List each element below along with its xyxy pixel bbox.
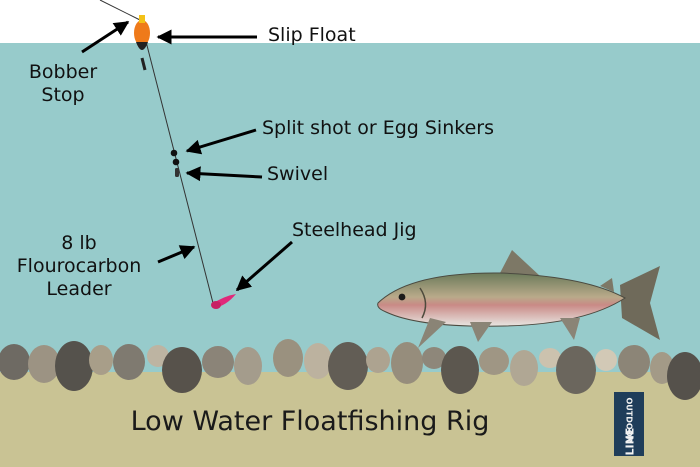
steelhead-jig-label: Steelhead Jig	[292, 219, 417, 241]
riverbed-rocks	[0, 339, 700, 400]
bobber-stop-arrow	[81, 20, 130, 54]
leader-label-line1: 8 lb	[61, 232, 97, 254]
fishing-line-above-water	[99, 0, 141, 21]
bobber-stop-label-line1: Bobber	[28, 61, 98, 83]
split-shot-arrow	[185, 128, 257, 155]
leader-label: 8 lb Flourocarbon Leader	[4, 232, 154, 301]
steelhead-fish	[377, 250, 660, 348]
bobber-stop-label: Bobber Stop	[20, 61, 106, 107]
bobber-stop-label-line2: Stop	[41, 84, 85, 106]
logo-text-line: LINE	[623, 427, 637, 456]
leader-label-line2: Flourocarbon	[16, 255, 142, 277]
split-shot	[172, 158, 180, 166]
split-shot-label: Split shot or Egg Sinkers	[262, 117, 494, 139]
slip-float	[134, 15, 150, 71]
logo-text-outdoor: OUTDOOR	[624, 397, 634, 443]
outdoor-line-logo: OUTDOOR LINE	[614, 392, 644, 456]
swivel-arrow	[185, 166, 263, 182]
swivel	[175, 168, 179, 177]
slip-float-label: Slip Float	[268, 24, 356, 46]
diagram-caption: Low Water Floatfishing Rig	[130, 406, 490, 437]
water	[0, 43, 700, 383]
jig-arrow	[235, 240, 293, 292]
steelhead-jig	[211, 294, 236, 309]
leader-label-line3: Leader	[46, 278, 112, 300]
split-shot	[170, 149, 178, 157]
leader-arrow	[157, 245, 196, 264]
swivel-label: Swivel	[267, 163, 329, 185]
